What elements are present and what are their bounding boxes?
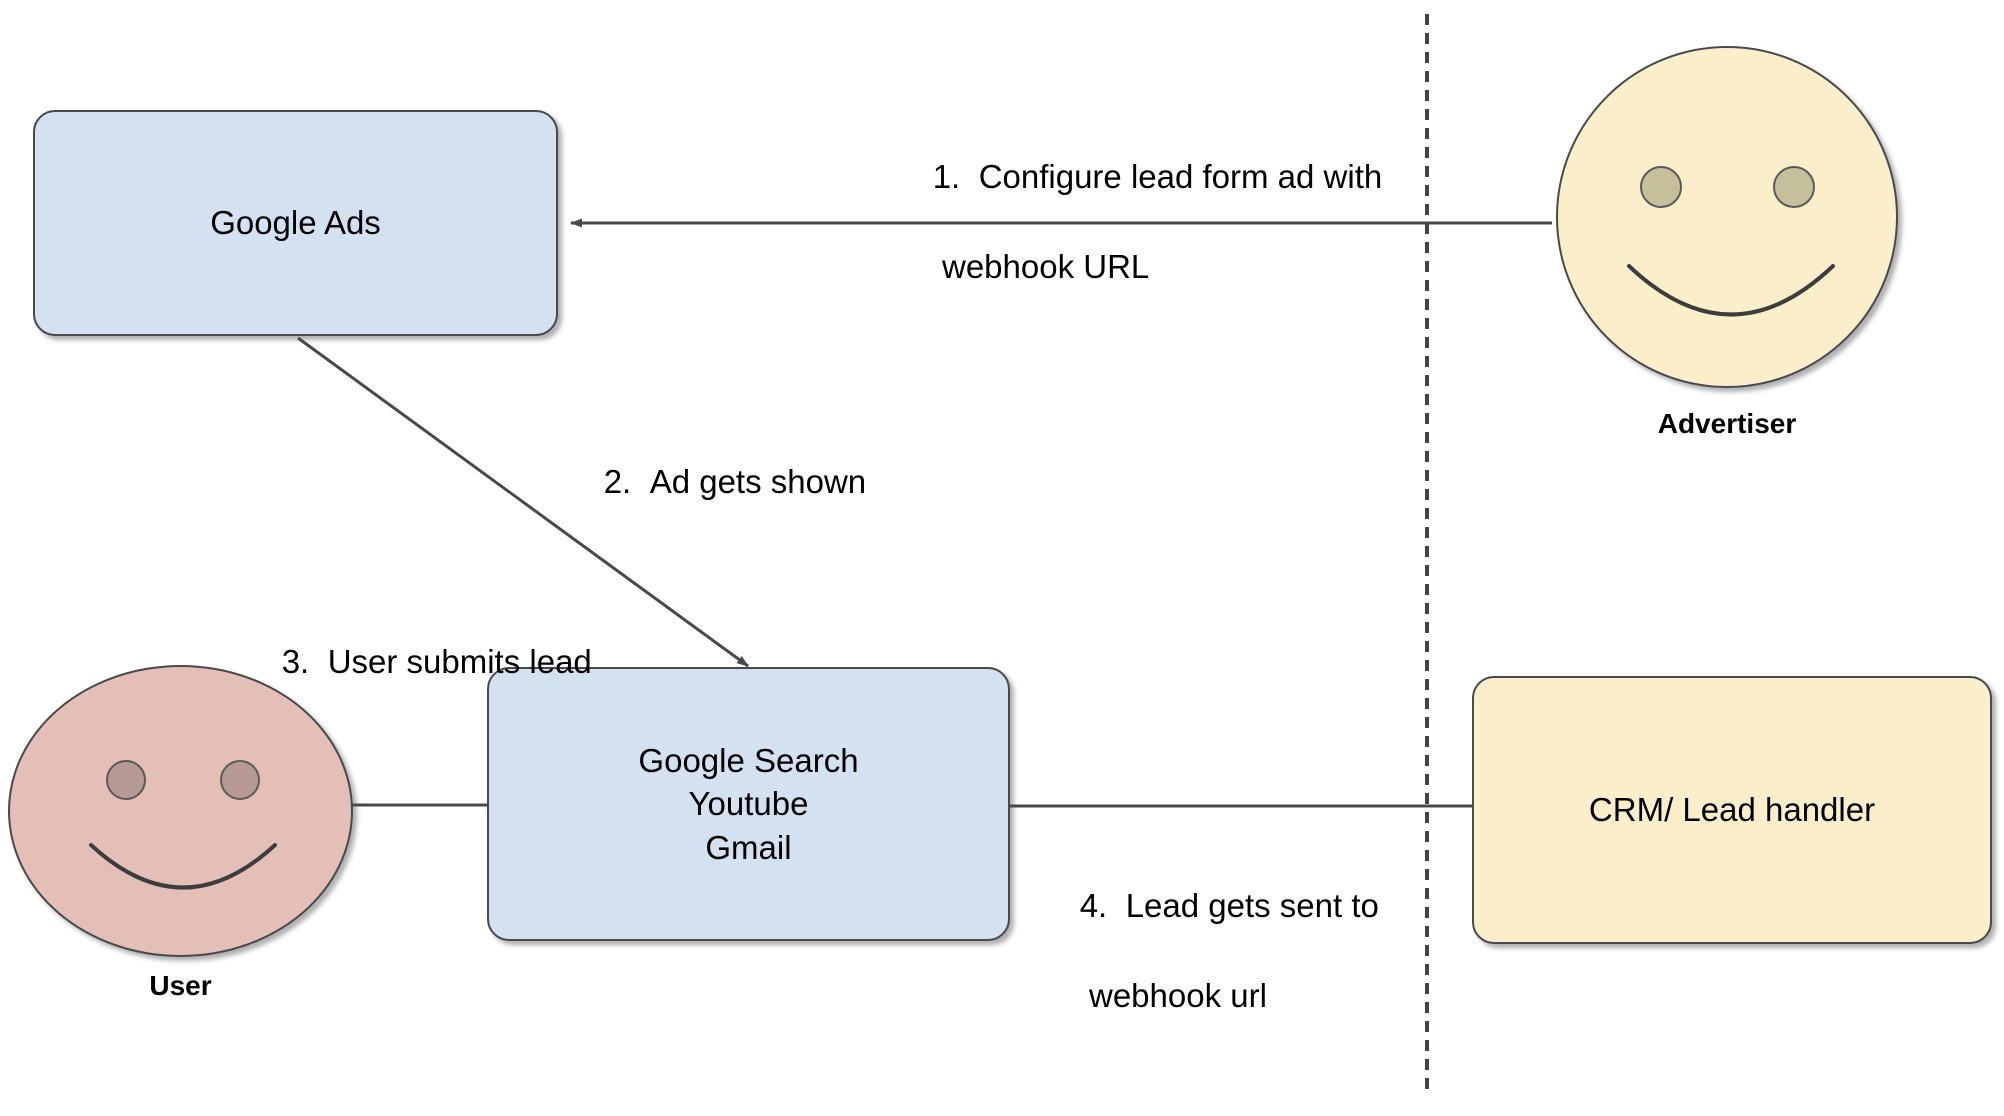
node-surface-gmail: Gmail: [705, 828, 792, 866]
actor-user[interactable]: User: [8, 665, 353, 1001]
eye-right-icon: [220, 760, 260, 800]
actor-user-caption: User: [149, 970, 212, 1001]
actor-advertiser[interactable]: Advertiser: [1556, 46, 1898, 439]
smiley-face-icon: [1556, 46, 1898, 388]
step-2-line-1: Ad gets shown: [649, 462, 867, 500]
step-4-number: 4.: [1079, 886, 1108, 924]
step-3-line-1: User submits lead: [327, 642, 592, 680]
eye-right-icon: [1773, 166, 1815, 208]
step-4-line-2: webhook url: [1089, 976, 1267, 1014]
node-google-surfaces-label-group: Google Search Youtube Gmail: [638, 739, 858, 870]
node-google-ads-label: Google Ads: [210, 204, 381, 242]
node-crm-lead-handler[interactable]: CRM/ Lead handler: [1472, 676, 1992, 944]
smile-mouth-icon: [1627, 264, 1835, 317]
step-label-1: 1. Configure lead form ad with webhook UR…: [896, 110, 1383, 379]
step-3-number: 3.: [281, 642, 310, 680]
step-1-line-2: webhook URL: [942, 247, 1150, 285]
node-surface-google-search: Google Search: [638, 741, 859, 779]
step-1-line-1: Configure lead form ad with: [978, 157, 1383, 195]
node-crm-label: CRM/ Lead handler: [1588, 791, 1876, 829]
step-label-4: 4. Lead gets sent to webhook url: [1043, 839, 1379, 1108]
actor-advertiser-caption: Advertiser: [1657, 408, 1797, 439]
smiley-face-icon: [8, 665, 353, 957]
smile-mouth-icon: [89, 843, 277, 890]
step-2-number: 2.: [603, 462, 632, 500]
eye-left-icon: [106, 760, 146, 800]
step-1-number: 1.: [932, 157, 961, 195]
step-label-3: 3. User submits lead: [245, 595, 592, 730]
step-4-line-1: Lead gets sent to: [1125, 886, 1379, 924]
eye-left-icon: [1640, 166, 1682, 208]
step-label-2: 2. Ad gets shown: [567, 415, 866, 550]
node-google-ads[interactable]: Google Ads: [33, 110, 558, 336]
node-surface-youtube: Youtube: [688, 785, 809, 823]
node-google-surfaces[interactable]: Google Search Youtube Gmail: [487, 667, 1010, 941]
